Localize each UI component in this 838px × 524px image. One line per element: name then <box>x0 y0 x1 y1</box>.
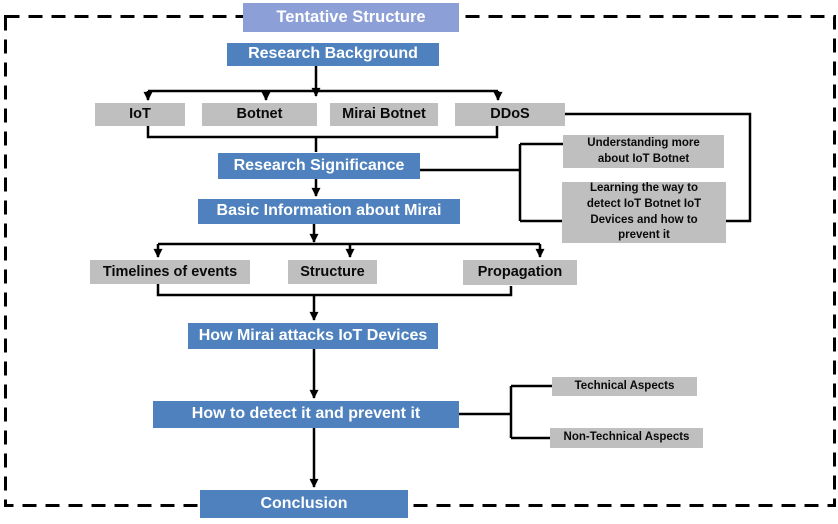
node-ddos: DDoS <box>455 103 565 126</box>
node-how-to-detect: How to detect it and prevent it <box>153 401 459 428</box>
node-propagation: Propagation <box>463 260 577 285</box>
node-botnet: Botnet <box>202 103 317 126</box>
node-how-mirai-attacks: How Mirai attacks IoT Devices <box>188 323 438 349</box>
diagram-title: Tentative Structure <box>243 3 459 32</box>
node-learning-the-way: Learning the way to detect IoT Botnet Io… <box>562 182 726 243</box>
node-understanding-more: Understanding more about IoT Botnet <box>563 135 724 168</box>
line-ddos-loop <box>565 112 752 223</box>
node-timelines: Timelines of events <box>90 260 250 284</box>
node-non-technical-aspects: Non-Technical Aspects <box>550 428 703 448</box>
node-structure: Structure <box>288 260 377 284</box>
node-mirai-botnet: Mirai Botnet <box>330 103 438 126</box>
node-iot: IoT <box>95 103 185 126</box>
node-conclusion: Conclusion <box>200 490 408 518</box>
node-basic-information: Basic Information about Mirai <box>198 199 460 224</box>
node-research-background: Research Background <box>227 43 439 66</box>
node-research-significance: Research Significance <box>218 153 420 179</box>
node-technical-aspects: Technical Aspects <box>552 377 697 396</box>
line-row2-collector <box>156 284 513 297</box>
line-row1-collector <box>146 126 499 139</box>
